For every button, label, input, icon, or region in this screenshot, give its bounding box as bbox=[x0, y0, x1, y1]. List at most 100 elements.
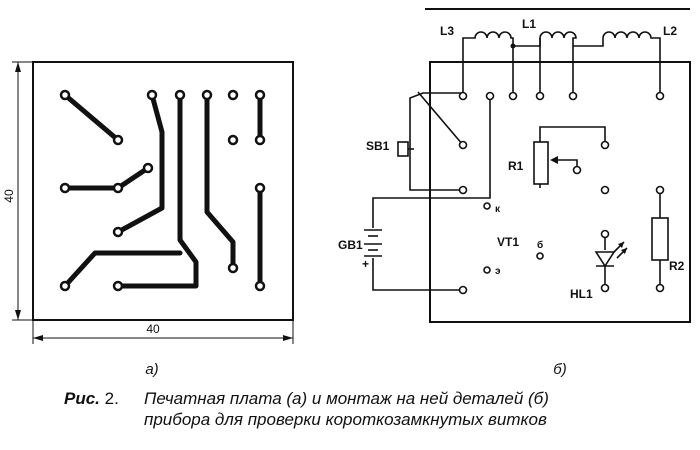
trace-1 bbox=[62, 92, 121, 143]
pad bbox=[254, 182, 266, 194]
dimension-arrow-up bbox=[15, 62, 21, 72]
trace-4 bbox=[115, 92, 199, 289]
r2-label: R2 bbox=[669, 259, 685, 273]
pad bbox=[254, 280, 266, 292]
hl1-ray-arrow bbox=[618, 242, 624, 248]
led-hl1 bbox=[594, 234, 628, 286]
pcb-pads bbox=[59, 89, 266, 292]
hole bbox=[458, 285, 468, 295]
coil-l3 bbox=[462, 31, 514, 93]
coil-l1 bbox=[513, 31, 577, 93]
assembly-board-outline bbox=[429, 61, 691, 323]
vt1-label: VT1 bbox=[497, 235, 519, 249]
hole bbox=[458, 185, 468, 195]
pad bbox=[142, 162, 154, 174]
trace-6 bbox=[62, 250, 183, 289]
switch-sb1 bbox=[397, 91, 464, 191]
figure-number: Рис. 2. bbox=[64, 389, 144, 409]
hl1-ray-arrow bbox=[621, 248, 627, 254]
hl1-label: HL1 bbox=[570, 287, 593, 301]
battery-gb1 bbox=[364, 96, 491, 291]
r1-label: R1 bbox=[508, 159, 524, 173]
l2-label: L2 bbox=[663, 24, 677, 38]
r1-body bbox=[533, 141, 549, 185]
assembly-pads bbox=[458, 91, 665, 295]
hole bbox=[508, 91, 518, 101]
gb1-plus-label: + bbox=[362, 257, 369, 271]
hole bbox=[655, 283, 665, 293]
figure-num: 2. bbox=[104, 389, 119, 408]
pad bbox=[227, 89, 239, 101]
hole bbox=[458, 91, 468, 101]
potentiometer-r1 bbox=[533, 126, 606, 188]
sb1-label: SB1 bbox=[366, 139, 390, 153]
pad bbox=[174, 89, 186, 101]
caption-line-2: прибора для проверки короткозамкнутых ви… bbox=[144, 410, 547, 429]
pad bbox=[227, 134, 239, 146]
dimension-horizontal-label: 40 bbox=[146, 322, 160, 336]
switch-arm bbox=[417, 91, 464, 146]
hole bbox=[655, 185, 665, 195]
gb1-label: GB1 bbox=[338, 238, 363, 252]
hl1-triangle bbox=[594, 251, 616, 268]
panel-a-label: а) bbox=[145, 361, 158, 378]
resistor-r2 bbox=[651, 190, 669, 286]
gb1-lead-bottom bbox=[372, 258, 463, 291]
pad bbox=[201, 89, 213, 101]
panel-b-label: б) bbox=[553, 361, 566, 378]
r2-body bbox=[651, 217, 669, 261]
dimension-arrow-right bbox=[283, 335, 293, 341]
vt1-base-hole bbox=[536, 252, 544, 260]
hole bbox=[535, 91, 545, 101]
hole bbox=[600, 229, 610, 239]
figure-prefix: Рис. bbox=[64, 389, 100, 408]
hole bbox=[600, 185, 610, 195]
hole bbox=[600, 140, 610, 150]
hole bbox=[568, 91, 578, 101]
trace-3 bbox=[115, 92, 165, 235]
dimension-arrow-left bbox=[33, 335, 43, 341]
hole bbox=[485, 91, 495, 101]
vt1-pin-b-label: б bbox=[537, 239, 543, 251]
pad bbox=[112, 182, 124, 194]
trace-2 bbox=[62, 165, 151, 191]
vt1-collector-hole bbox=[483, 202, 491, 210]
switch-button bbox=[397, 141, 409, 157]
r1-wiper-arrow bbox=[550, 156, 558, 164]
pad bbox=[146, 89, 158, 101]
pad bbox=[59, 182, 71, 194]
vt1-emitter-hole bbox=[483, 266, 491, 274]
switch-lead bbox=[409, 92, 463, 191]
r1-wiper bbox=[553, 159, 578, 168]
r1-lead-top bbox=[539, 126, 606, 142]
coil-l2 bbox=[573, 31, 661, 93]
coils bbox=[462, 31, 661, 93]
pad bbox=[59, 89, 71, 101]
pcb-board-outline bbox=[32, 61, 294, 321]
pcb-panel: 40 40 bbox=[2, 61, 294, 378]
pad bbox=[59, 280, 71, 292]
pad bbox=[112, 226, 124, 238]
coil-junction bbox=[510, 43, 516, 49]
l3-label: L3 bbox=[440, 24, 454, 38]
vt1-pin-k-label: к bbox=[495, 204, 501, 215]
pad bbox=[254, 89, 266, 101]
dimension-arrow-down bbox=[15, 310, 21, 320]
pcb-traces bbox=[62, 92, 263, 289]
figure-caption: Рис. 2. Печатная плата (а) и монтаж на н… bbox=[64, 388, 694, 430]
gb1-lead-top bbox=[372, 96, 491, 228]
caption-line-1: Печатная плата (а) и монтаж на ней детал… bbox=[144, 389, 549, 408]
hole bbox=[572, 165, 582, 175]
assembly-panel: L3 L1 L2 SB1 R1 GB1 bbox=[338, 8, 691, 378]
trace-5 bbox=[204, 92, 236, 271]
l1-label: L1 bbox=[522, 17, 536, 31]
dimension-vertical-label: 40 bbox=[2, 189, 16, 203]
hole bbox=[600, 283, 610, 293]
hole bbox=[458, 140, 468, 150]
pad bbox=[254, 134, 266, 146]
pad bbox=[112, 134, 124, 146]
pad bbox=[112, 280, 124, 292]
pad bbox=[227, 262, 239, 274]
hole bbox=[655, 91, 665, 101]
